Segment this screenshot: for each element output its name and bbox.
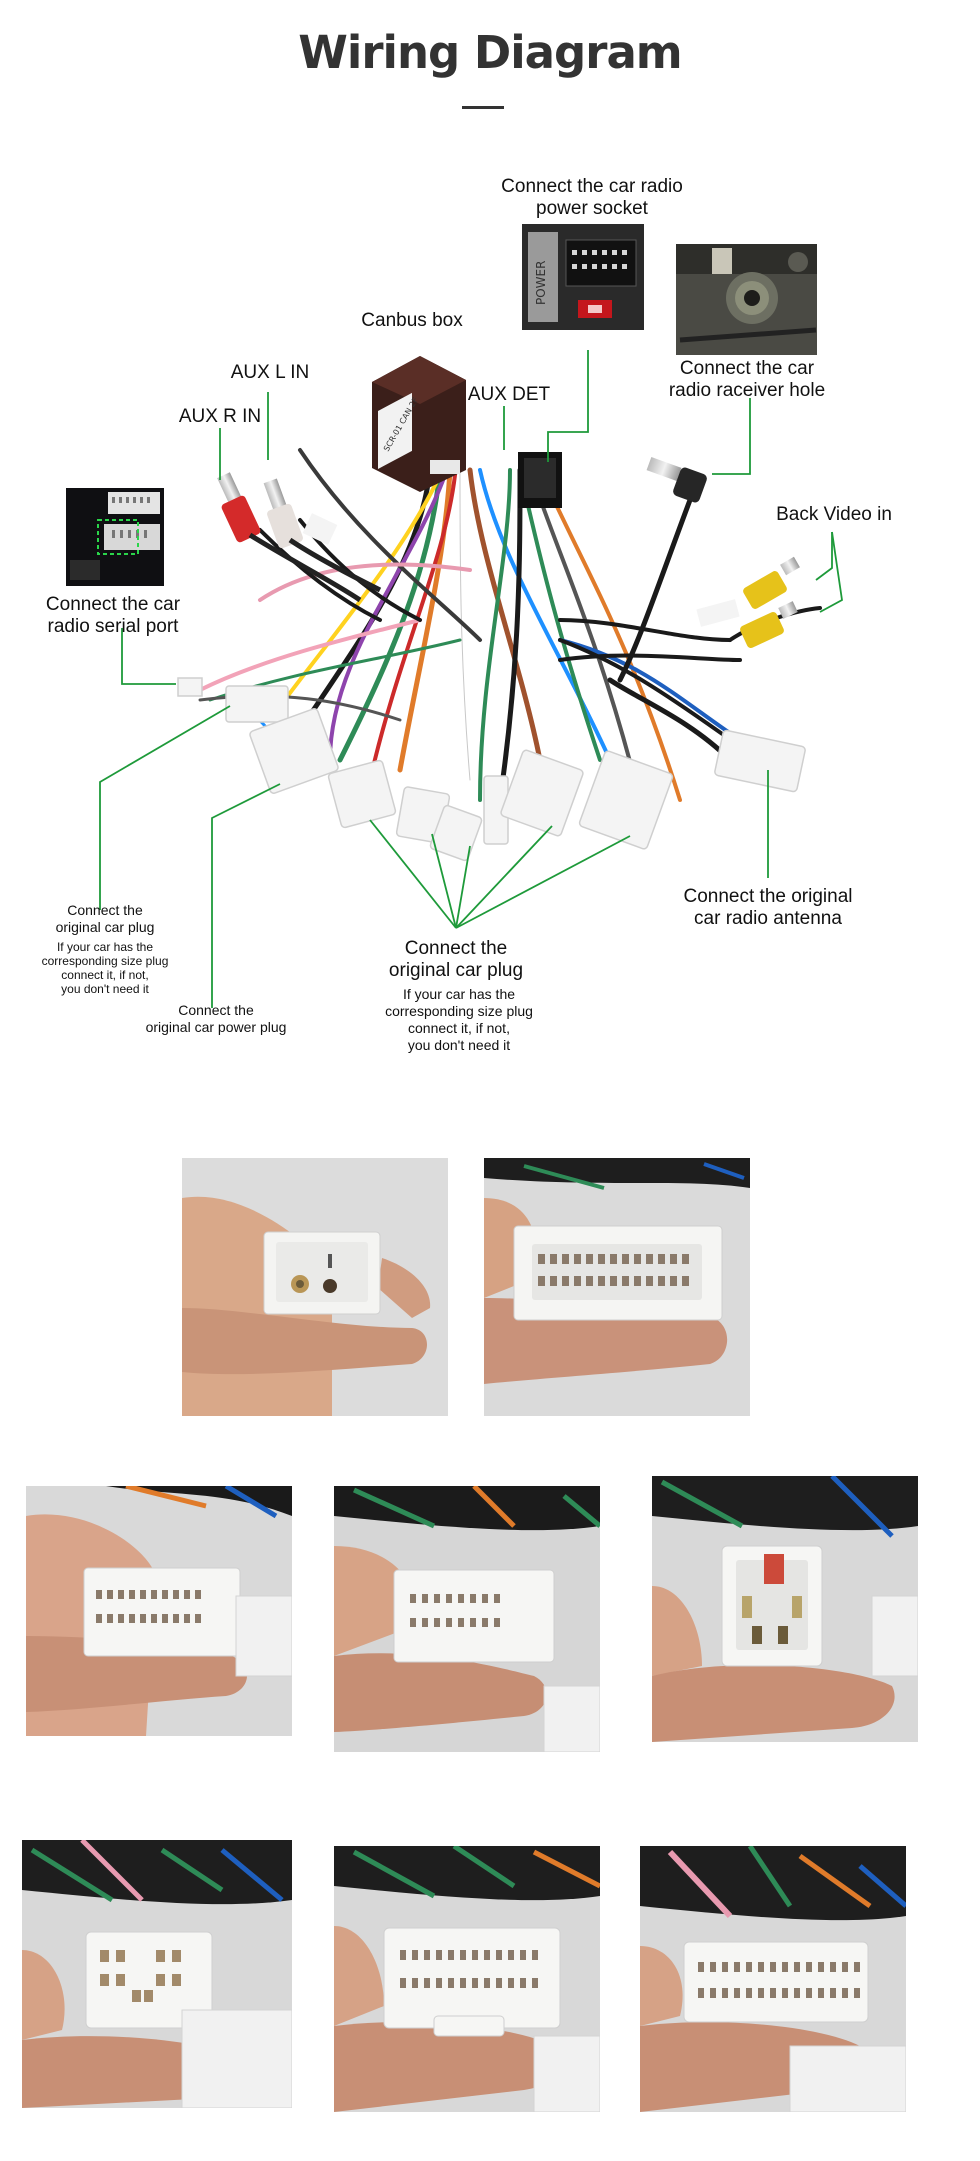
orig-plug-small-title: Connect the original car plug — [55, 902, 155, 935]
antenna-connector-image — [714, 729, 806, 793]
plug-10pin-photo — [22, 1840, 292, 2108]
aux-r-in-label: AUX R IN — [178, 406, 262, 427]
aux-l-in-label: AUX L IN — [230, 362, 310, 383]
power-harness-plug-image — [518, 452, 562, 508]
title-divider — [462, 106, 504, 109]
power-plug-photo — [484, 1158, 750, 1416]
serial-port-label: Connect the car radio serial port — [45, 594, 181, 637]
orig-plug-main-title: Connect the original car plug — [388, 938, 524, 981]
power-socket-text: POWER — [534, 261, 548, 305]
orig-plug-small-note: If your car has the corresponding size p… — [41, 940, 169, 996]
callout-lines — [99, 350, 843, 1008]
aux-det-label: AUX DET — [467, 384, 551, 405]
aux-rca-plugs — [217, 472, 382, 603]
canbus-box-image: SCR-01 CAN 2F — [372, 356, 466, 492]
plug-4pin-photo — [652, 1476, 918, 1742]
plug-16pin-photo — [334, 1486, 600, 1752]
wiring-diagram: POWER — [66, 224, 843, 1008]
orig-plug-main-note: If your car has the corresponding size p… — [385, 986, 533, 1053]
back-video-in-label: Back Video in — [776, 504, 892, 525]
plug-20pin-photo — [26, 1486, 292, 1736]
power-plug-connector-image — [249, 708, 339, 794]
power-socket-label: Connect the car radio power socket — [501, 176, 683, 219]
plug-24pin-photo — [334, 1846, 600, 2112]
white-connectors — [177, 677, 806, 862]
back-video-rca-plugs — [696, 556, 800, 649]
power-plug-label: Connect the original car power plug — [145, 1002, 287, 1035]
receiver-plug-image — [646, 456, 707, 503]
page-title: Wiring Diagram — [298, 26, 682, 79]
small-plug-connector-image — [225, 685, 289, 723]
plug-28pin-photo — [640, 1846, 906, 2112]
receiver-hole-image — [676, 244, 817, 355]
serial-port-image — [66, 488, 164, 586]
antenna-plug-photo — [182, 1158, 448, 1416]
serial-connector-image — [177, 677, 203, 697]
receiver-hole-label: Connect the car radio raceiver hole — [668, 358, 826, 401]
wire-harness — [198, 448, 822, 803]
antenna-label: Connect the original car radio antenna — [683, 886, 853, 929]
power-socket-image: POWER — [522, 224, 644, 330]
canbus-box-label: Canbus box — [361, 310, 463, 331]
